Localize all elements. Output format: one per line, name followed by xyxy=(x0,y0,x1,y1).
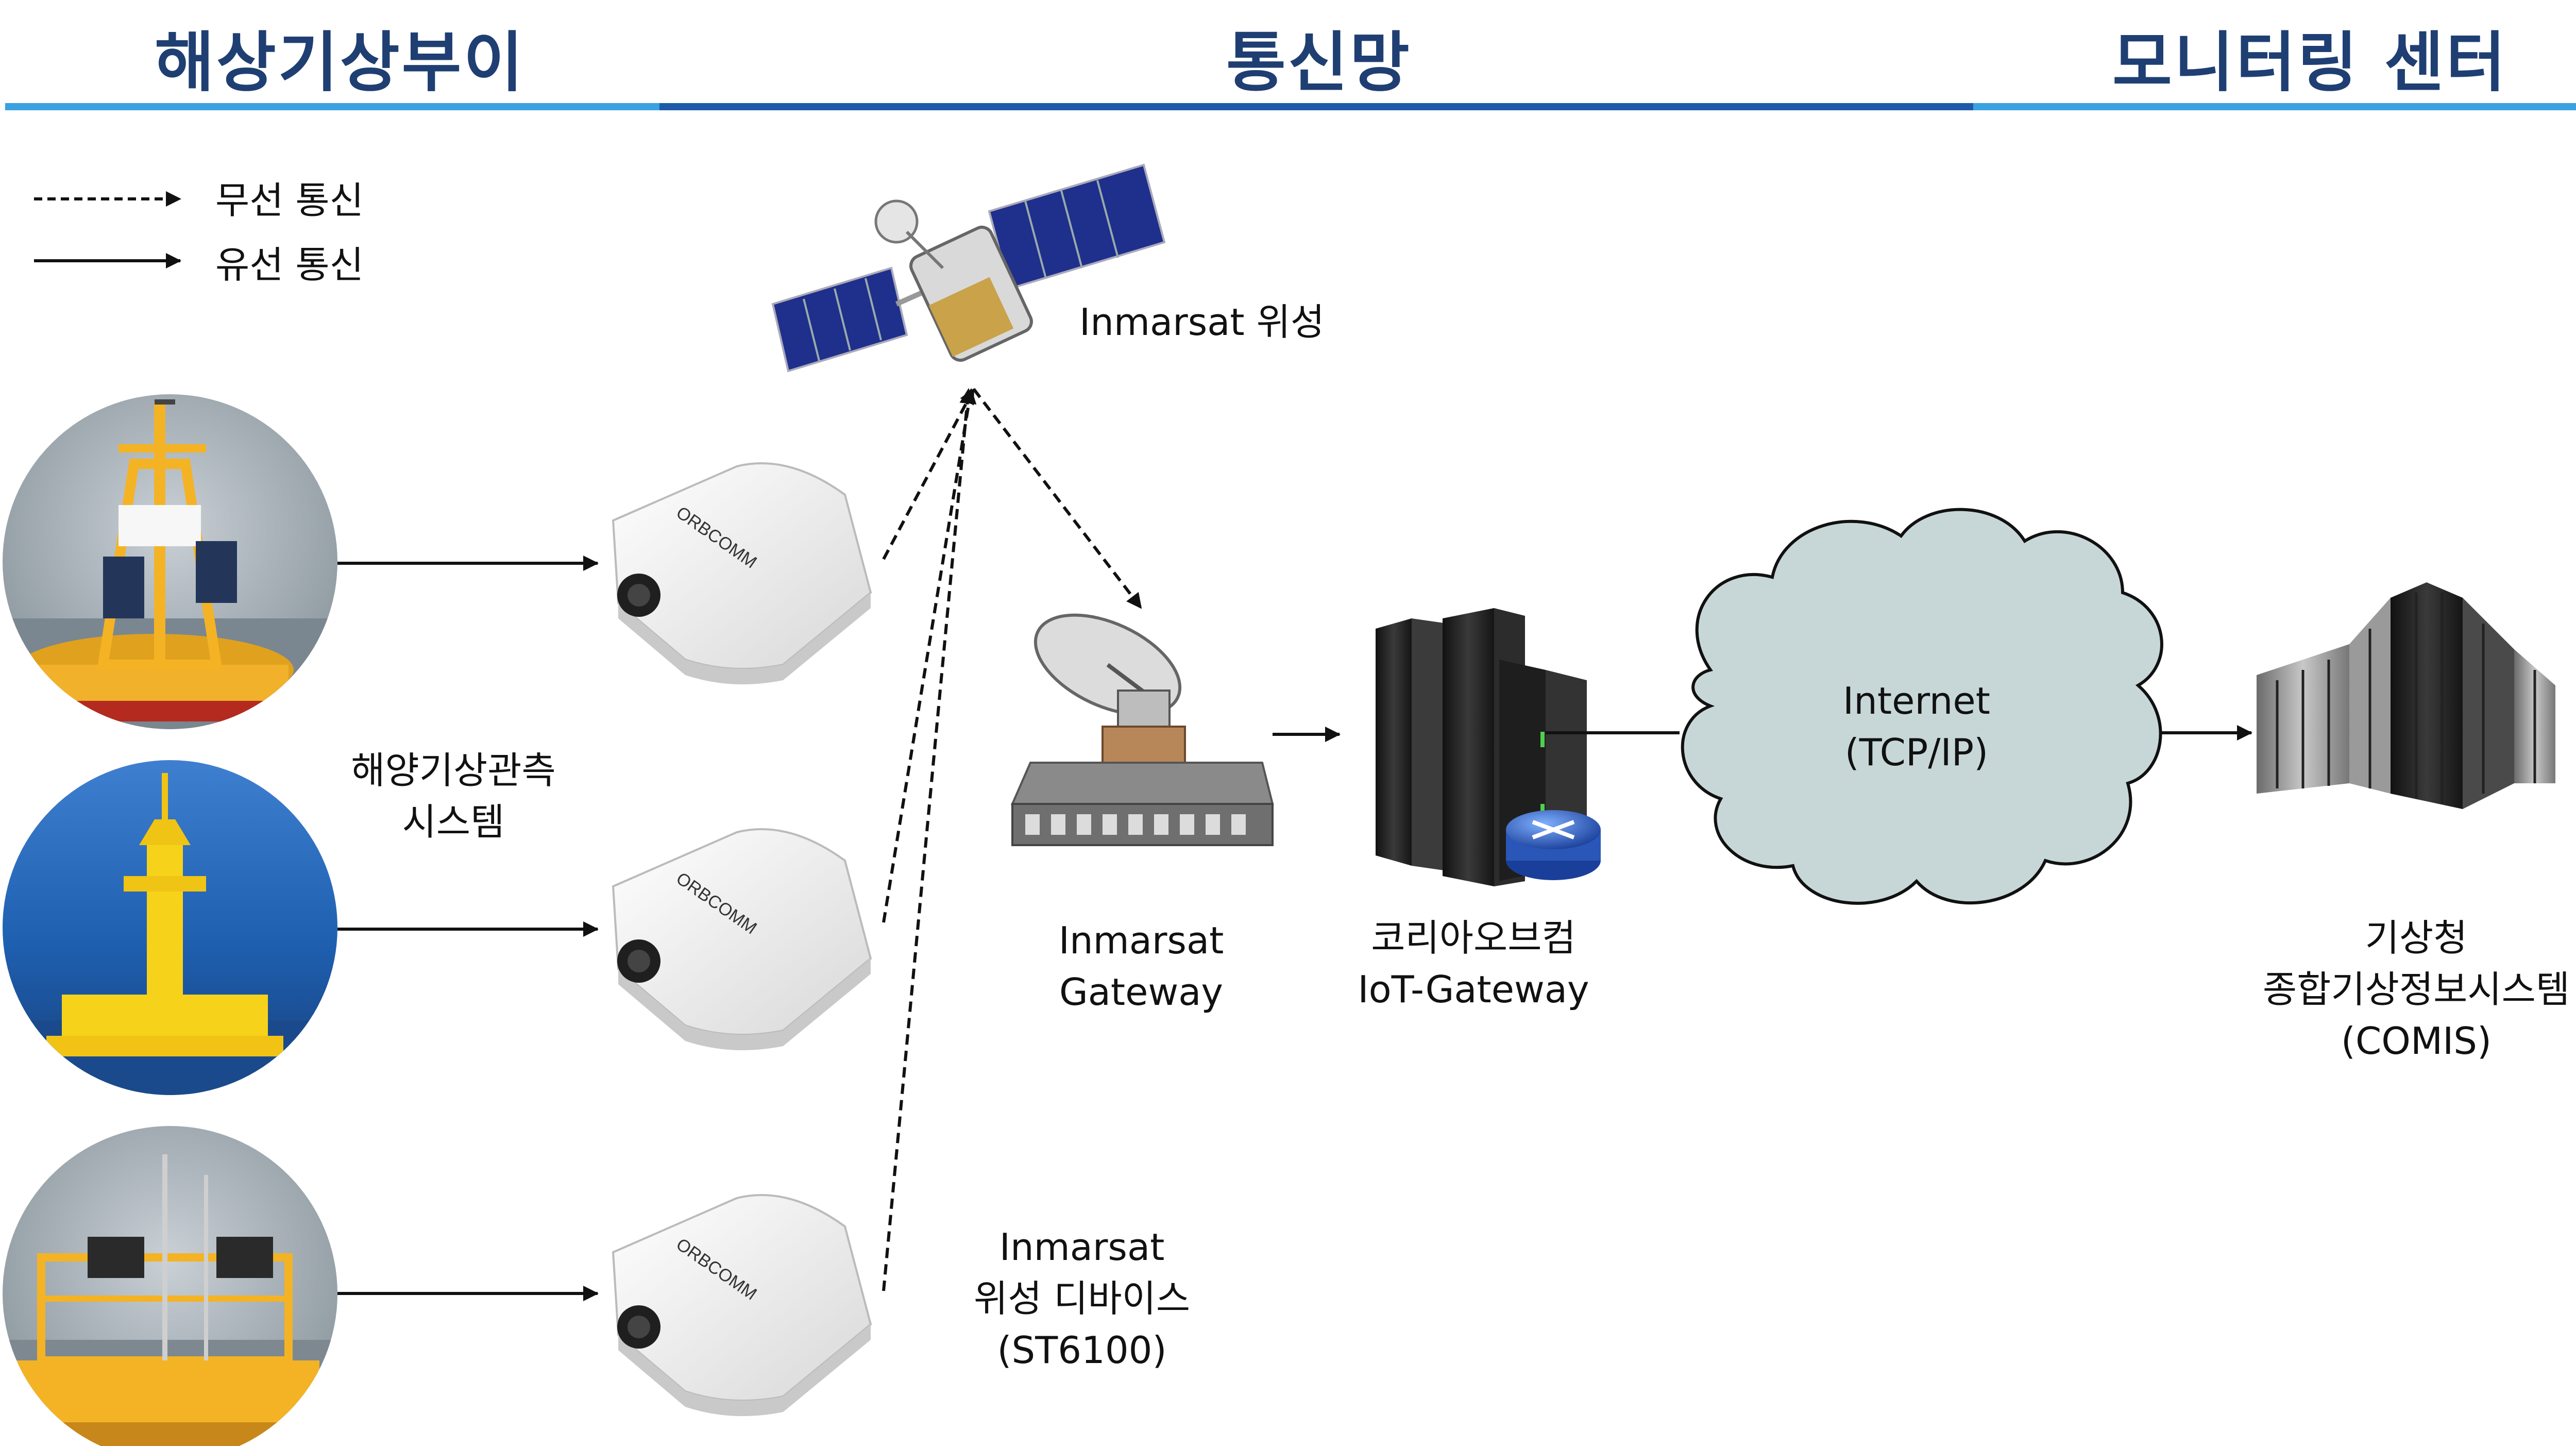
buoy-photo-3 xyxy=(3,1126,337,1446)
sat-device-label-line2: 위성 디바이스 xyxy=(973,1277,1191,1320)
header-title-monitoring: 모니터링 센터 xyxy=(2112,25,2508,100)
internet-label-line1: Internet xyxy=(1843,679,1990,722)
header-title-buoy: 해상기상부이 xyxy=(155,25,526,100)
wireless-link-device2-sat xyxy=(882,388,977,923)
legend-wired-label: 유선 통신 xyxy=(215,243,364,287)
gateway-label-line1: Inmarsat xyxy=(1058,919,1224,962)
header-rule-right xyxy=(1973,103,2576,110)
sat-device-2: ORBCOMM xyxy=(612,828,872,1050)
sat-device-label-line1: Inmarsat xyxy=(999,1225,1165,1269)
gateway-label: Inmarsat Gateway xyxy=(1018,915,1265,1018)
buoy-system-label-line2: 시스템 xyxy=(402,800,505,844)
internet-cloud-icon xyxy=(1681,508,2163,905)
sat-device-label: Inmarsat 위성 디바이스 (ST6100) xyxy=(922,1221,1242,1376)
router-icon xyxy=(1506,810,1601,880)
iot-gateway-label: 코리아오브컴 IoT-Gateway xyxy=(1329,912,1618,1015)
sat-device-3: ORBCOMM xyxy=(612,1194,872,1416)
wireless-link-device3-sat xyxy=(882,388,975,1291)
gateway-station-icon xyxy=(1010,613,1274,846)
comis-label: 기상청 종합기상정보시스템 (COMIS) xyxy=(2205,912,2576,1067)
wireless-link-device1-sat xyxy=(882,388,975,560)
wireless-link-sat-gateway xyxy=(972,388,1143,609)
legend-wireless-label: 무선 통신 xyxy=(215,179,364,222)
comis-label-line2: 종합기상정보시스템 xyxy=(2262,968,2570,1011)
satellite-icon xyxy=(771,163,1166,373)
internet-label-line2: (TCP/IP) xyxy=(1844,731,1989,774)
header-rule-center xyxy=(659,103,1973,110)
satellite-label: Inmarsat 위성 xyxy=(1079,300,1325,344)
iot-gateway-label-line1: 코리아오브컴 xyxy=(1371,916,1576,960)
buoy-system-label: 해양기상관측 시스템 xyxy=(309,745,598,848)
comis-label-line1: 기상청 xyxy=(2365,916,2468,960)
header-rule-left xyxy=(5,103,659,110)
internet-label: Internet (TCP/IP) xyxy=(1788,675,2045,778)
buoy-photo-1 xyxy=(3,394,337,729)
buoy-photo-2 xyxy=(3,760,337,1095)
iot-gateway-label-line2: IoT-Gateway xyxy=(1358,968,1589,1011)
comis-datacenter-icon xyxy=(2257,582,2555,809)
sat-device-1: ORBCOMM xyxy=(612,462,872,684)
gateway-label-line2: Gateway xyxy=(1059,970,1224,1014)
comis-label-line3: (COMIS) xyxy=(2341,1019,2492,1063)
header-title-network: 통신망 xyxy=(1226,25,1412,100)
buoy-system-label-line1: 해양기상관측 xyxy=(351,749,556,792)
sat-device-label-line3: (ST6100) xyxy=(997,1329,1167,1372)
